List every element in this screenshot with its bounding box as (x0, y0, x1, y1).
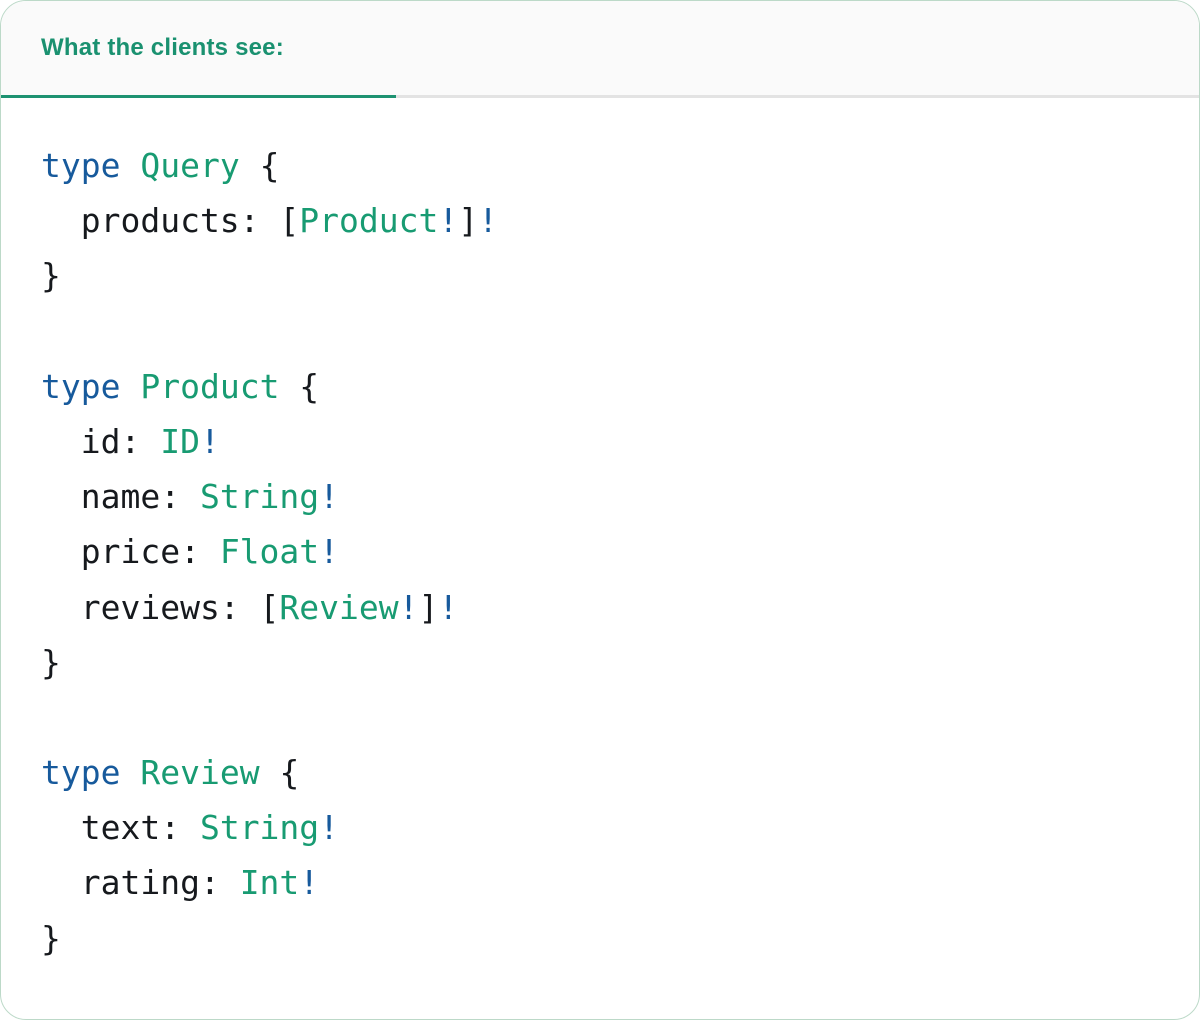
code-token-bang: ! (478, 201, 498, 241)
code-token-bang: ! (319, 477, 340, 517)
code-line: name: String! (41, 469, 1169, 524)
code-token-typename: Product (299, 201, 439, 241)
code-token-plain (120, 753, 140, 792)
code-line: price: Float! (41, 524, 1169, 579)
code-token-keyword: type (41, 753, 121, 793)
code-token-typename: ID (160, 421, 200, 461)
code-token-typename: Product (140, 366, 280, 406)
code-token-plain (120, 367, 140, 406)
code-token-plain: ] (458, 201, 479, 241)
code-token-plain (120, 146, 140, 185)
code-line: text: String! (41, 800, 1169, 855)
code-token-typename: String (199, 477, 320, 517)
code-token-plain: text: (41, 808, 200, 848)
code-line: id: ID! (41, 414, 1169, 469)
code-token-bang: ! (299, 863, 320, 903)
code-token-plain: ] (418, 587, 439, 627)
code-token-typename: Int (239, 863, 300, 903)
code-token-typename: Query (140, 146, 240, 185)
code-token-typename: Review (279, 587, 399, 627)
code-line: type Query { (41, 138, 1169, 193)
code-token-keyword: type (41, 146, 121, 185)
code-line: type Review { (41, 745, 1169, 800)
code-token-bang: ! (398, 587, 419, 627)
code-line: rating: Int! (41, 855, 1169, 910)
code-token-plain: { (279, 366, 320, 406)
code-token-bang: ! (319, 532, 340, 572)
code-token-bang: ! (438, 587, 459, 627)
code-token-plain: reviews: [ (41, 587, 280, 627)
code-line (41, 690, 1169, 745)
code-token-plain: products: [ (41, 201, 300, 241)
code-token-plain: price: (41, 532, 220, 572)
active-tab-indicator (1, 95, 396, 98)
code-line: } (41, 248, 1169, 303)
code-block: type Query { products: [Product!]!} type… (1, 98, 1199, 966)
code-line: type Product { (41, 359, 1169, 414)
code-token-bang: ! (199, 421, 220, 461)
code-token-plain: } (41, 256, 61, 296)
code-token-typename: Review (140, 753, 260, 793)
tab-what-clients-see[interactable]: What the clients see: (1, 1, 284, 95)
code-token-plain: { (259, 753, 300, 793)
code-line (41, 304, 1169, 359)
code-token-plain: rating: (41, 863, 240, 903)
code-token-plain: id: (41, 421, 161, 461)
code-token-plain: } (41, 918, 61, 958)
code-line: reviews: [Review!]! (41, 580, 1169, 635)
code-token-plain: } (41, 642, 61, 682)
code-token-plain: { (239, 146, 280, 185)
code-line: } (41, 635, 1169, 690)
code-token-typename: Float (219, 532, 320, 572)
code-token-typename: String (199, 808, 320, 848)
code-line: } (41, 911, 1169, 966)
code-token-keyword: type (41, 366, 121, 406)
tab-bar: What the clients see: (1, 1, 1199, 98)
code-token-plain: name: (41, 477, 200, 517)
code-token-bang: ! (319, 808, 340, 848)
tab-label: What the clients see: (41, 34, 284, 61)
code-token-bang: ! (438, 201, 459, 241)
code-line: products: [Product!]! (41, 193, 1169, 248)
